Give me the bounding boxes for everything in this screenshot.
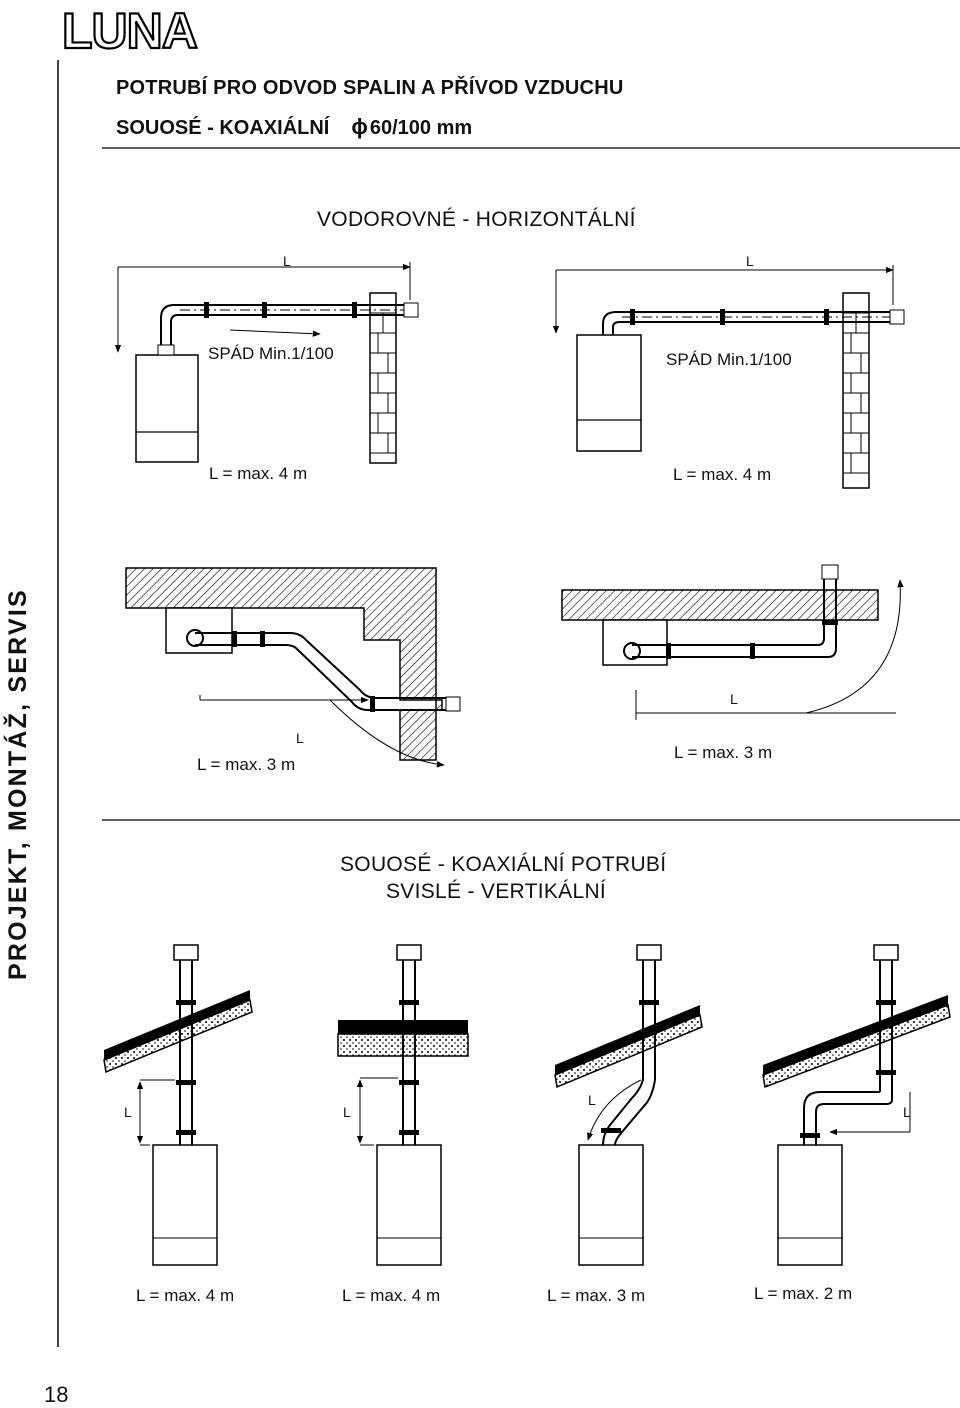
horizontal-right-length-label: L [746,253,754,269]
horizontal-left-length-label: L [283,253,291,269]
vertical-diagram-3 [554,944,703,1266]
vertical-3-max: L = max. 3 m [547,1286,646,1305]
vertical-diagram-1 [103,944,253,1266]
ceiling-right-max: L = max. 3 m [674,743,773,762]
logo-text: LUNA [62,3,197,56]
vertical-4-length-label: L [903,1104,911,1120]
vertical-2-max: L = max. 4 m [342,1286,441,1305]
horizontal-left-diagram [114,262,419,464]
ceiling-left-diagram [125,567,461,768]
vertical-2-length-label: L [343,1104,351,1120]
vertical-diagram-2 [337,944,469,1266]
subtitle-text: SOUOSÉ - KOAXIÁLNÍ [116,117,330,139]
vertical-diagram-4 [762,944,951,1266]
horizontal-heading: VODOROVNÉ - HORIZONTÁLNÍ [317,208,636,231]
vertical-1-max: L = max. 4 m [136,1286,235,1305]
horizontal-left-slope: SPÁD Min.1/100 [208,344,334,363]
horizontal-left-max: L = max. 4 m [209,464,308,483]
ceiling-left-max: L = max. 3 m [197,755,296,774]
vertical-heading-line2: SVISLÉ - VERTIKÁLNÍ [386,880,607,903]
vertical-3-length-label: L [588,1092,596,1108]
horizontal-right-diagram [552,265,905,489]
vertical-heading-line1: SOUOSÉ - KOAXIÁLNÍ POTRUBÍ [340,853,667,876]
vertical-1-length-label: L [124,1104,132,1120]
horizontal-right-slope: SPÁD Min.1/100 [666,350,792,369]
ceiling-left-length-label: L [296,730,304,746]
ceiling-right-length-label: L [730,691,738,707]
diameter-value: 60/100 mm [369,117,473,139]
vertical-4-max: L = max. 2 m [754,1284,853,1303]
ceiling-right-diagram [561,564,904,720]
sidebar-section-title: PROJEKT, MONTÁŽ, SERVIS [4,588,32,980]
page-title: POTRUBÍ PRO ODVOD SPALIN A PŘÍVOD VZDUCH… [116,77,624,99]
luna-logo: LUNA [61,2,199,56]
page-number: 18 [44,1382,69,1407]
horizontal-right-max: L = max. 4 m [673,465,772,484]
diameter-icon: ϕ [351,114,368,139]
